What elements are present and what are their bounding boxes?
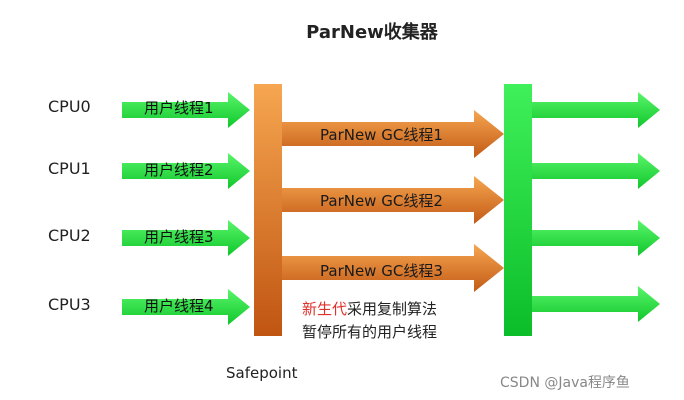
diagram-title: ParNew收集器: [306, 22, 438, 43]
note-line-1: 新生代采用复制算法: [302, 298, 492, 321]
safepoint-label: Safepoint: [226, 364, 298, 382]
output-arrow-3: [532, 286, 660, 322]
output-arrow-0: [532, 92, 660, 128]
cpu-label-3: CPU3: [48, 295, 91, 314]
user-thread-label-2: 用户线程3: [144, 228, 214, 246]
user-thread-label-3: 用户线程4: [144, 297, 214, 315]
resume-bar: [504, 84, 532, 336]
gc-thread-arrow-0: [282, 110, 504, 158]
user-thread-label-1: 用户线程2: [144, 161, 214, 179]
cpu-label-2: CPU2: [48, 226, 91, 245]
note-text: 新生代采用复制算法 暂停所有的用户线程: [302, 298, 492, 344]
gc-thread-label-0: ParNew GC线程1: [320, 126, 443, 144]
cpu-label-1: CPU1: [48, 159, 91, 178]
user-thread-arrow-3: [122, 289, 250, 325]
gc-thread-label-2: ParNew GC线程3: [320, 262, 443, 280]
user-thread-arrow-2: [122, 220, 250, 256]
safepoint-bar: [254, 84, 282, 336]
user-thread-arrow-1: [122, 153, 250, 189]
watermark: CSDN @Java程序鱼: [500, 375, 630, 391]
user-thread-arrow-0: [122, 92, 250, 128]
gc-thread-arrow-2: [282, 244, 504, 292]
output-arrow-2: [532, 220, 660, 256]
user-thread-label-0: 用户线程1: [144, 99, 214, 117]
gc-thread-label-1: ParNew GC线程2: [320, 192, 443, 210]
gc-thread-arrow-1: [282, 176, 504, 224]
note-line-2: 暂停所有的用户线程: [302, 323, 438, 341]
note-line-1-rest: 采用复制算法: [347, 300, 438, 318]
cpu-label-0: CPU0: [48, 97, 91, 116]
note-highlight: 新生代: [302, 300, 348, 318]
output-arrow-1: [532, 153, 660, 189]
